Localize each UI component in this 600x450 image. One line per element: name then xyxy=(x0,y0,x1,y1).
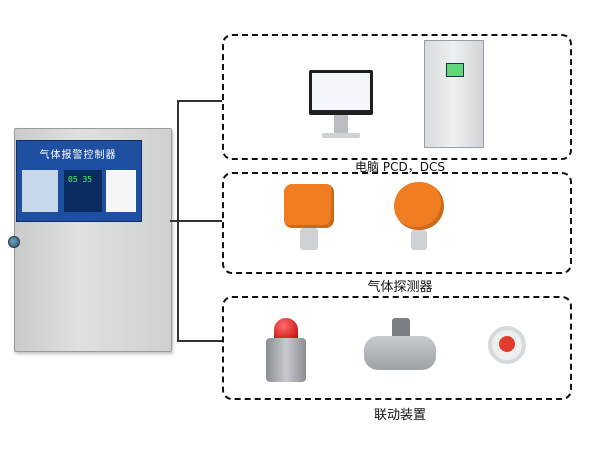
connector-to-linkage xyxy=(177,340,222,342)
controller-knob-icon xyxy=(8,236,20,248)
cabinet-icon xyxy=(424,40,484,148)
linkage-device-group xyxy=(222,296,572,400)
computer-dcs-label: 电脑 PCD，DCS xyxy=(355,160,445,174)
controller-led-display xyxy=(64,170,102,212)
controller-keypad xyxy=(106,170,136,212)
controller-time-readout: 05 35 xyxy=(68,175,93,184)
monitor-screen xyxy=(312,73,370,110)
gas-detector-icon xyxy=(394,182,444,230)
linkage-device-label: 联动装置 xyxy=(373,408,426,423)
gas-detector-group xyxy=(222,172,572,274)
monitor-base xyxy=(322,133,360,138)
computer-dcs-group xyxy=(222,34,572,160)
monitor-stand xyxy=(334,115,348,133)
connector-main xyxy=(170,220,178,222)
gas-detector-icon xyxy=(284,184,334,228)
dcs-display xyxy=(446,63,464,77)
gas-detector-label: 气体探测器 xyxy=(367,280,433,295)
controller-status-list xyxy=(22,170,58,212)
alarm-beacon-icon xyxy=(274,318,298,340)
detector-sensor-head xyxy=(411,230,427,250)
fan-blade xyxy=(499,336,515,352)
alarm-beacon-body xyxy=(266,338,306,382)
detector-sensor-head xyxy=(300,228,318,250)
connector-to-computers xyxy=(177,100,222,102)
controller-title: 气体报警控制器 xyxy=(39,150,117,161)
solenoid-valve-actuator xyxy=(392,318,410,338)
solenoid-valve-icon xyxy=(364,336,436,370)
connector-to-detectors xyxy=(177,220,222,222)
